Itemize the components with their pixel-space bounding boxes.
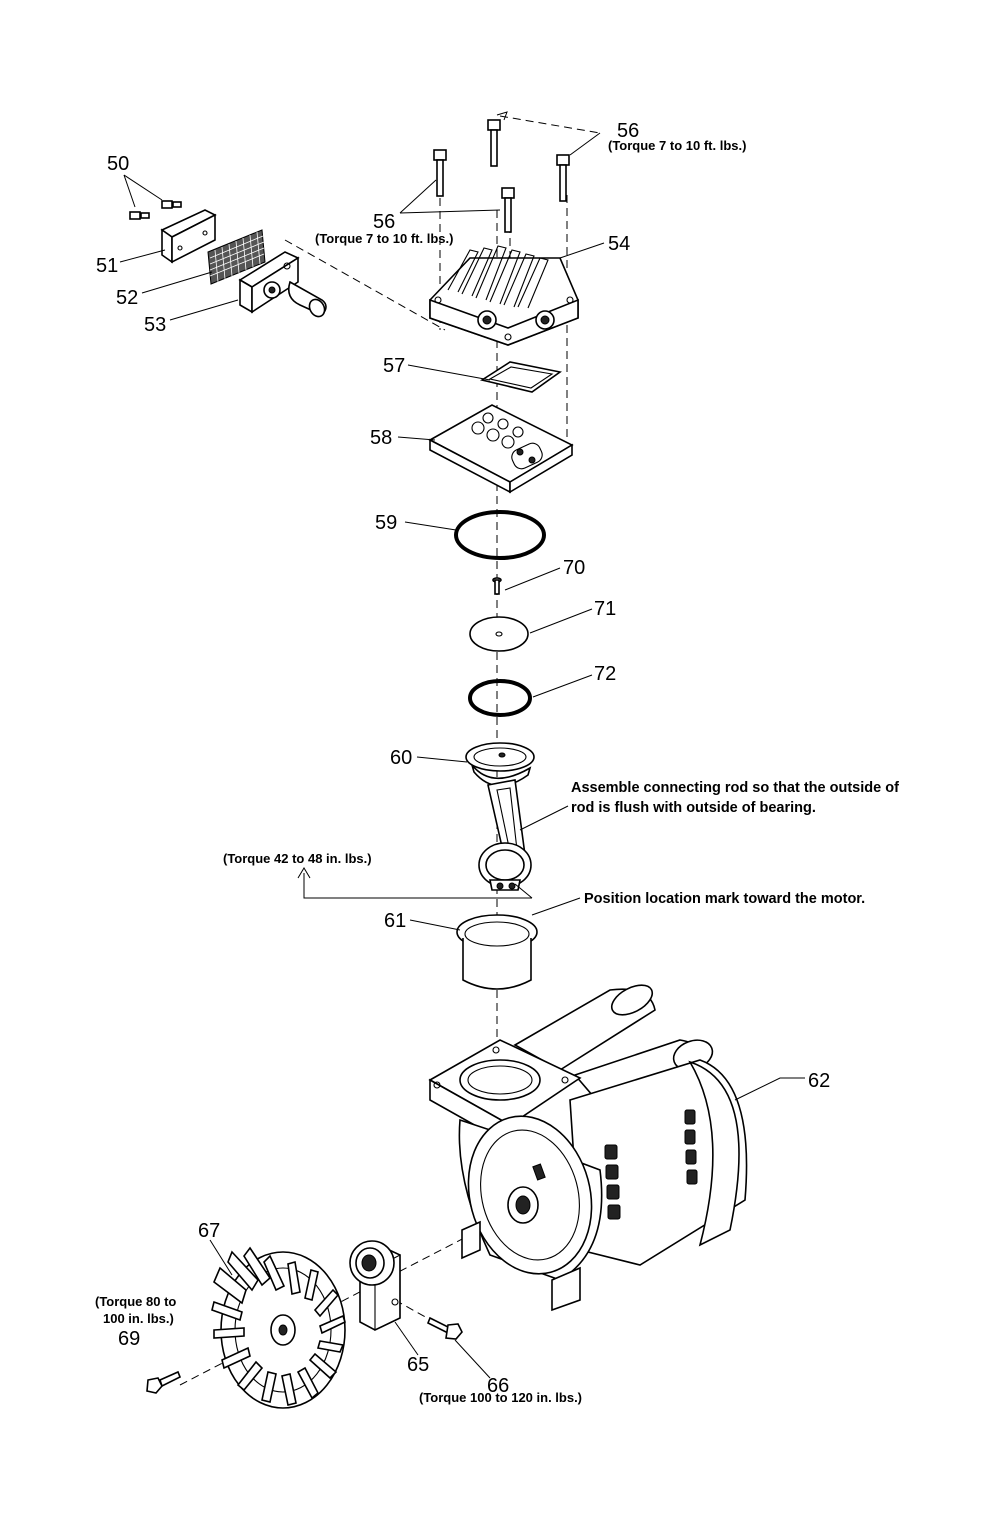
callout-54: 54: [608, 233, 630, 255]
torque-note-66: (Torque 100 to 120 in. lbs.): [419, 1390, 582, 1405]
callout-51: 51: [96, 255, 118, 277]
callout-65: 65: [407, 1354, 429, 1376]
callout-56-top: 56: [617, 120, 639, 142]
callout-60: 60: [390, 747, 412, 769]
o-ring-59: [454, 510, 546, 560]
retainer-plate-71: [469, 616, 529, 652]
torque-note-69-line2: 100 in. lbs.): [103, 1311, 174, 1326]
callout-71: 71: [594, 598, 616, 620]
callout-numbers: 56 50 56 54 51 52 53 57 58 59 70 71 72 6…: [96, 120, 830, 1397]
connecting-rod-60: [465, 742, 535, 891]
callout-62: 62: [808, 1070, 830, 1092]
air-intake-assembly: [129, 200, 327, 318]
screw-69: [146, 1370, 182, 1394]
screw-70: [492, 577, 502, 595]
cylinder-sleeve-61: [456, 914, 538, 990]
annotation-notes: (Torque 7 to 10 ft. lbs.) (Torque 7 to 1…: [95, 138, 899, 1405]
torque-note-56-top: (Torque 7 to 10 ft. lbs.): [608, 138, 746, 153]
position-mark-note: Position location mark toward the motor.: [584, 891, 865, 907]
callout-53: 53: [144, 314, 166, 336]
motor-62: [428, 984, 748, 1312]
assemble-note-line1: Assemble connecting rod so that the outs…: [571, 780, 899, 796]
callout-57: 57: [383, 355, 405, 377]
callout-69: 69: [118, 1328, 140, 1350]
torque-note-rod: (Torque 42 to 48 in. lbs.): [223, 851, 372, 866]
assemble-note-line2: rod is flush with outside of bearing.: [571, 800, 816, 816]
valve-plate-58: [428, 404, 574, 494]
callout-72: 72: [594, 663, 616, 685]
callout-58: 58: [370, 427, 392, 449]
callout-70: 70: [563, 557, 585, 579]
callout-61: 61: [384, 910, 406, 932]
screw-66: [426, 1316, 463, 1340]
leader-lines: [119, 111, 805, 1379]
callout-67: 67: [198, 1220, 220, 1242]
callout-59: 59: [375, 512, 397, 534]
cooling-fan-67: [211, 1246, 346, 1409]
torque-note-69-line1: (Torque 80 to: [95, 1294, 176, 1309]
torque-note-56-left: (Torque 7 to 10 ft. lbs.): [315, 231, 453, 246]
eccentric-65: [349, 1240, 401, 1331]
callout-66: 66: [487, 1375, 509, 1397]
head-bolts-56: [433, 119, 570, 233]
callout-52: 52: [116, 287, 138, 309]
screw-50: [129, 200, 182, 220]
cylinder-head-54: [429, 245, 579, 346]
callout-50: 50: [107, 153, 129, 175]
gasket-57: [479, 361, 562, 393]
callout-56-left: 56: [373, 211, 395, 233]
piston-ring-72: [468, 679, 532, 717]
filter-screen-52: [207, 229, 266, 285]
